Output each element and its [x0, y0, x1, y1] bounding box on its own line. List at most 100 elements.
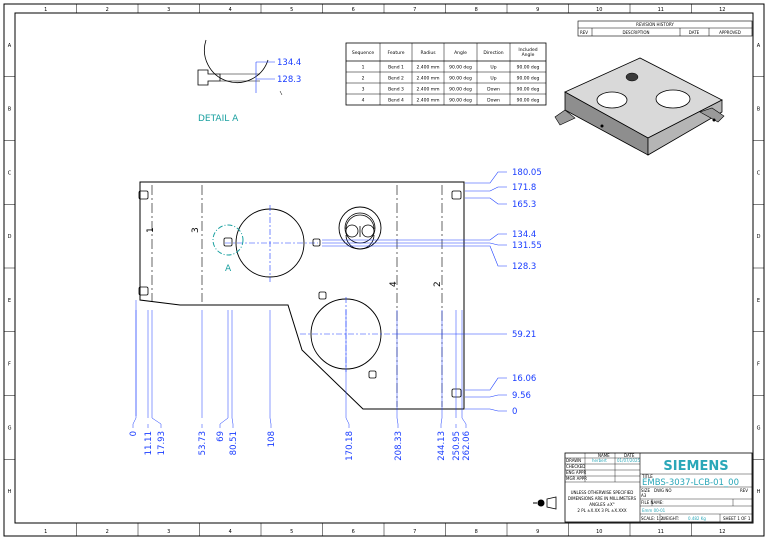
tb-drawn-date: 01/07/2025	[617, 458, 641, 463]
col-label-bottom-7: 7	[413, 529, 416, 535]
row-label-left-D: D	[8, 234, 12, 240]
bend-table-cell: Up	[490, 76, 496, 82]
bottom-dim-label: 53.73	[198, 431, 208, 455]
revision-col-approved: APPROVED	[719, 30, 741, 35]
bend-table-frame	[345, 42, 547, 106]
right-dim-label: 134.4	[512, 230, 536, 240]
right-ordinate-dimensions: 180.05171.8165.3134.4131.55128.359.2116.…	[322, 168, 542, 417]
col-label-top-3: 3	[167, 7, 170, 13]
bottom-dim-label: 244.13	[437, 431, 447, 461]
right-dim-label: 165.3	[512, 200, 536, 210]
bend-table-header: Angle	[454, 50, 467, 56]
bend-label-3: 3	[191, 227, 201, 233]
col-label-bottom-6: 6	[352, 529, 355, 535]
tb-file-value: Emm 00-01	[642, 508, 666, 513]
bend-table-header: Sequence	[352, 50, 374, 56]
right-dim-label: 59.21	[512, 330, 536, 340]
tb-rev-label: REV	[740, 488, 748, 493]
row-label-left-G: G	[8, 425, 12, 431]
row-label-left-E: E	[8, 298, 11, 304]
tb-dwg-no-label: DWG NO	[654, 488, 672, 493]
row-label-right-G: G	[757, 425, 761, 431]
bend-table-header: Included	[518, 47, 537, 53]
tb-size-value: A3	[641, 493, 647, 498]
bend-table-cell: 2.400 mm	[416, 65, 439, 71]
row-label-right-D: D	[757, 234, 761, 240]
tb-mgr-appr-label: MGR APPR	[566, 476, 587, 481]
bend-table-cell: Down	[487, 98, 500, 104]
tb-note-1: UNLESS OTHERWISE SPECIFIED	[571, 490, 634, 495]
bend-table-cell: 3	[362, 87, 365, 93]
right-dim-label: 9.56	[512, 391, 531, 401]
bend-table-cell: 90.00 deg	[449, 87, 472, 93]
bend-table-cell: 2.400 mm	[416, 76, 439, 82]
projection-symbol	[533, 496, 557, 510]
col-label-bottom-11: 11	[658, 529, 664, 535]
bend-table-header: Direction	[483, 50, 503, 56]
tb-scale-label: SCALE: 1:2	[641, 516, 663, 521]
row-label-left-A: A	[8, 43, 12, 49]
col-label-bottom-8: 8	[475, 529, 478, 535]
detail-a-label: DETAIL A	[198, 114, 239, 124]
bend-table-cell: Down	[487, 87, 500, 93]
bend-label-1: 1	[146, 227, 156, 233]
bend-table-cell: 90.00 deg	[517, 65, 540, 71]
tb-file-label: FILE NAME:	[641, 500, 664, 505]
tb-eng-appr-label: ENG APPR	[566, 470, 586, 475]
detail-a-callout: A	[225, 264, 232, 274]
col-label-top-11: 11	[658, 7, 664, 13]
revision-col-rev: REV	[580, 30, 588, 35]
col-label-bottom-5: 5	[290, 529, 293, 535]
tb-col-name: NAME	[598, 453, 610, 458]
bend-table-cell: 90.00 deg	[449, 76, 472, 82]
bottom-dim-label: 108	[267, 431, 277, 447]
tb-weight-value: 0.482 Kg	[688, 516, 706, 521]
bend-table-cell: 90.00 deg	[517, 76, 540, 82]
col-label-top-5: 5	[290, 7, 293, 13]
bend-label-2: 2	[433, 281, 443, 287]
bottom-dim-label: 17.93	[157, 431, 167, 455]
tb-note-4: 2 PL ±X.XX 3 PL ±X.XXX	[577, 508, 626, 513]
bend-table-cell: 2.400 mm	[416, 98, 439, 104]
bend-number-labels: 1 3 4 2	[146, 227, 443, 287]
bottom-dim-label: 80.51	[229, 431, 239, 455]
col-label-bottom-12: 12	[719, 529, 725, 535]
detail-dim-2: 128.3	[277, 75, 301, 85]
bottom-dim-label: 0	[129, 431, 139, 436]
bend-table-cell: Bend 1	[388, 65, 404, 71]
col-label-top-12: 12	[719, 7, 725, 13]
revision-title: REVISION HISTORY	[636, 22, 674, 27]
tb-drawn-name: herbert	[592, 458, 607, 463]
revision-col-description: DESCRIPTION	[622, 30, 649, 35]
col-label-bottom-3: 3	[167, 529, 170, 535]
bend-table-header: Feature	[387, 50, 404, 56]
detail-dim-1: 134.4	[277, 58, 301, 68]
bottom-dim-label: 170.18	[345, 431, 355, 461]
tb-weight-label: WEIGHT:	[662, 516, 679, 521]
tb-note-2: DIMENSIONS ARE IN MILLIMETERS	[568, 496, 637, 501]
bend-table-cell: 90.00 deg	[449, 98, 472, 104]
title-block: NAME DATE DRAWN herbert 01/07/2025 CHECK…	[564, 452, 753, 523]
col-label-top-9: 9	[536, 7, 539, 13]
tb-checked-label: CHECKED	[566, 464, 585, 469]
row-label-right-C: C	[757, 170, 761, 176]
col-label-top-10: 10	[596, 7, 602, 13]
col-label-bottom-4: 4	[229, 529, 232, 535]
col-label-top-7: 7	[413, 7, 416, 13]
revision-col-date: DATE	[689, 30, 700, 35]
row-label-left-H: H	[8, 489, 12, 495]
row-label-left-C: C	[8, 170, 12, 176]
bend-table-cell: 90.00 deg	[517, 98, 540, 104]
col-label-bottom-9: 9	[536, 529, 539, 535]
bend-table-cell: Up	[490, 65, 496, 71]
bottom-dim-label: 208.33	[394, 431, 404, 461]
right-dim-label: 131.55	[512, 241, 542, 251]
company-logo: SIEMENS	[663, 459, 728, 474]
bend-table-cell: 90.00 deg	[449, 65, 472, 71]
tb-sheet-label: SHEET 1 OF 1	[723, 516, 751, 521]
tb-size-label: SIZE	[641, 488, 650, 493]
row-label-left-B: B	[8, 107, 12, 113]
row-label-right-A: A	[757, 43, 761, 49]
